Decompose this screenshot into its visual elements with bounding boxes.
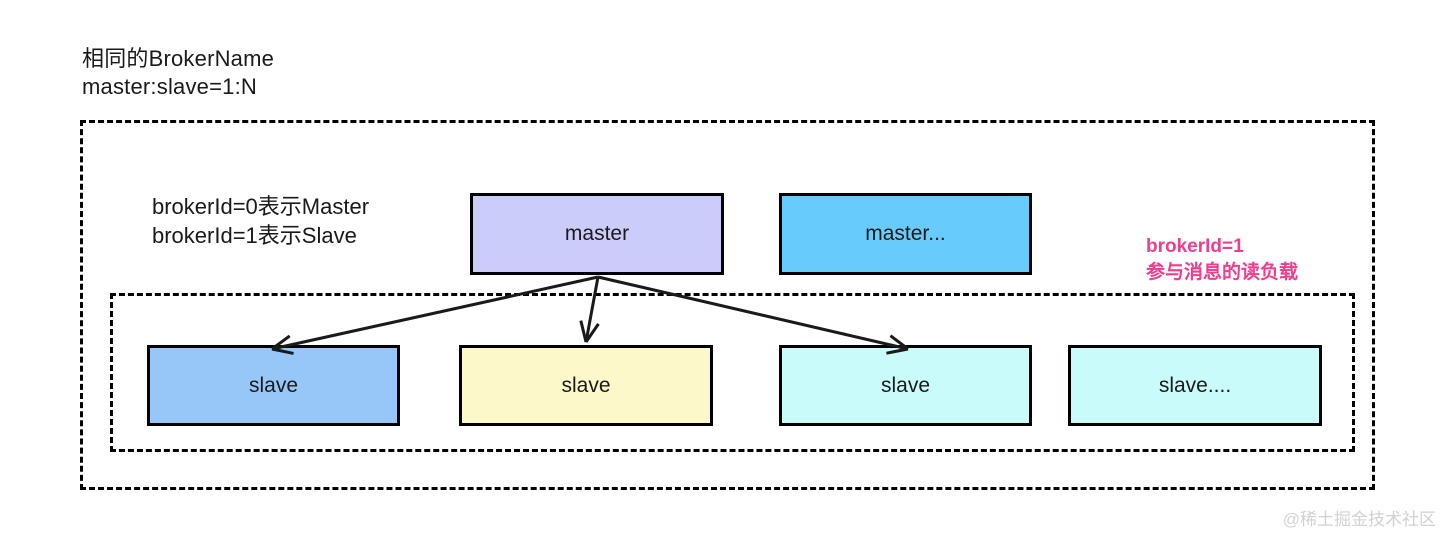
- broker-group-boundary: [80, 120, 1375, 490]
- watermark: @稀土掘金技术社区: [1282, 510, 1436, 529]
- master-node-overflow[interactable]: master...: [779, 193, 1032, 275]
- slave-node-label: slave....: [1158, 373, 1232, 397]
- master-node-label: master: [564, 222, 630, 245]
- slave-node-label: slave: [248, 373, 299, 397]
- slave-node-overflow[interactable]: slave....: [1068, 345, 1322, 426]
- slave-node-label: slave: [880, 373, 931, 397]
- header-caption: 相同的BrokerName master:slave=1:N: [82, 46, 275, 99]
- master-node[interactable]: master: [470, 193, 724, 275]
- master-node-label: master...: [865, 222, 946, 245]
- slave-node[interactable]: slave: [459, 345, 713, 426]
- read-load-note: brokerId=1 参与消息的读负载: [1146, 236, 1299, 283]
- broker-id-legend: brokerId=0表示Master brokerId=1表示Slave: [152, 194, 370, 248]
- slave-node[interactable]: slave: [779, 345, 1032, 426]
- slave-node[interactable]: slave: [147, 345, 400, 426]
- slave-node-label: slave: [561, 373, 611, 397]
